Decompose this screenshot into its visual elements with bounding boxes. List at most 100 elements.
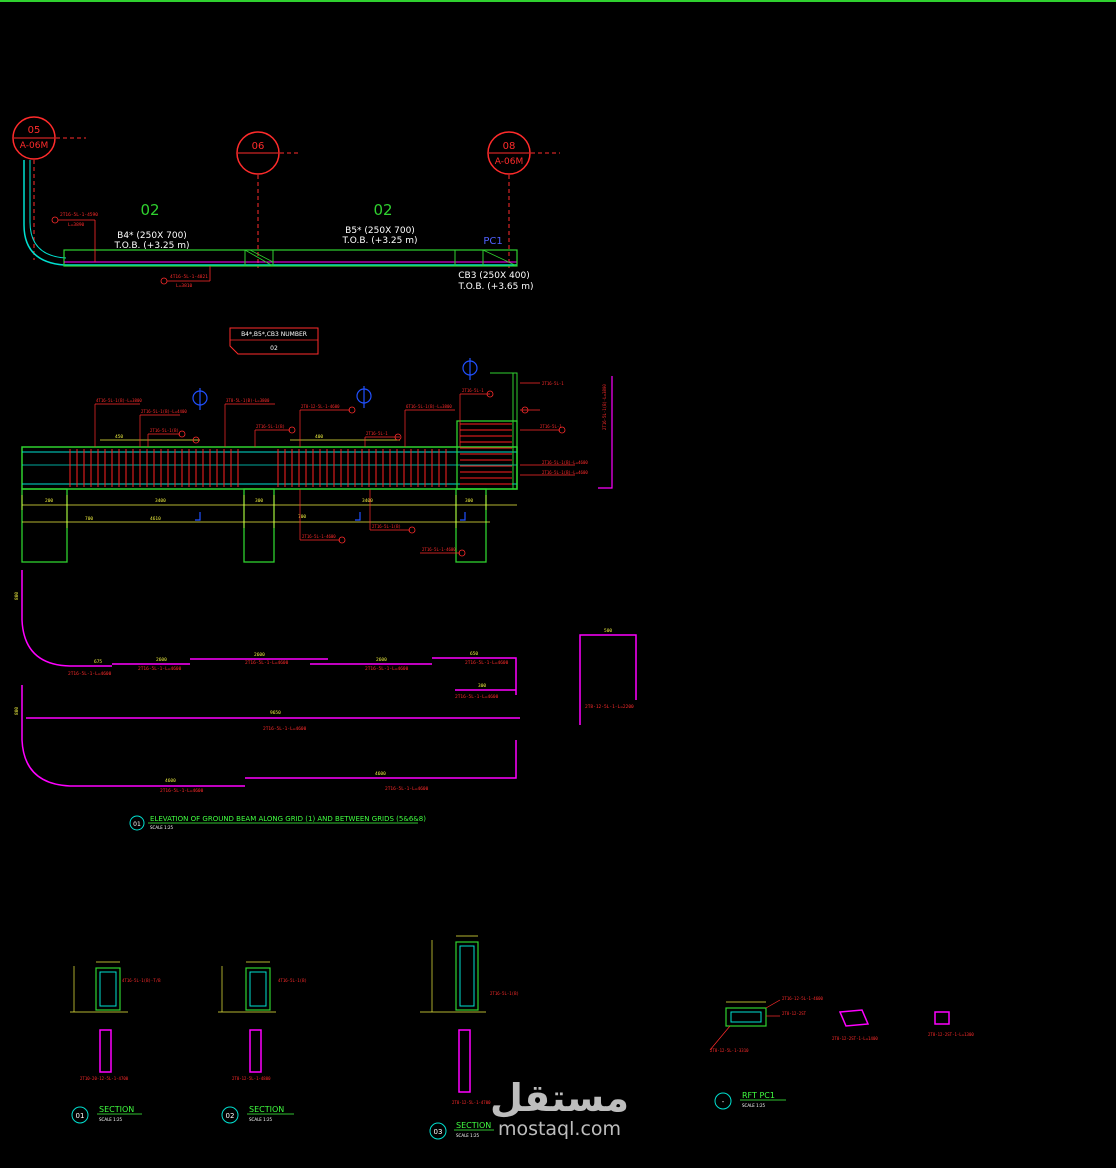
section-02-title: SECTION <box>249 1105 284 1114</box>
beam-elevation: 200 3400 300 3400 300 700 4610 700 450 4… <box>21 358 613 563</box>
plan-rebar-callouts <box>51 216 211 285</box>
section-cut-markers <box>192 358 478 521</box>
grid-08-ref: A-06M <box>495 157 523 167</box>
section-03-number: 03 <box>434 1128 443 1136</box>
stirrup-lines <box>69 423 512 487</box>
svg-text:3400: 3400 <box>362 498 373 504</box>
svg-text:3400: 3400 <box>155 498 166 504</box>
svg-text:2T16-5L-1-L=4600: 2T16-5L-1-L=4600 <box>138 666 182 672</box>
section-01-scale: SCALE 1:25 <box>99 1117 123 1122</box>
grid-bubble-08: 08 A-06M <box>487 131 560 268</box>
svg-text:4T16-5L-1-4821: 4T16-5L-1-4821 <box>170 274 208 280</box>
svg-text:700: 700 <box>85 516 93 522</box>
svg-text:500: 500 <box>604 628 612 634</box>
svg-text:300: 300 <box>478 683 486 689</box>
svg-text:2T16-5L-1(B): 2T16-5L-1(B) <box>150 428 179 433</box>
svg-text:800: 800 <box>14 707 20 715</box>
svg-text:4600: 4600 <box>165 778 176 784</box>
rft-pc1-title: RFT PC1 <box>742 1091 775 1100</box>
svg-text:300: 300 <box>465 498 473 504</box>
svg-text:2T16-5L-1-L=4600: 2T16-5L-1-L=4600 <box>263 726 307 732</box>
svg-text:200: 200 <box>45 498 53 504</box>
bar-shapes <box>21 570 637 787</box>
elevation-leaders <box>94 382 575 554</box>
svg-text:2T8-12-5L-1-4800: 2T8-12-5L-1-4800 <box>232 1076 271 1081</box>
span-label-1: 02 <box>140 201 159 219</box>
svg-text:2T16-5L-1-L=4600: 2T16-5L-1-L=4600 <box>385 786 429 792</box>
svg-text:4610: 4610 <box>150 516 161 522</box>
grid-08-number: 08 <box>503 141 516 152</box>
plan-curved-beam <box>23 160 517 266</box>
svg-text:3T8-5L-1(B)-L=3800: 3T8-5L-1(B)-L=3800 <box>226 398 270 403</box>
svg-text:700: 700 <box>298 514 306 520</box>
svg-text:2T16-5L-1-L=4600: 2T16-5L-1-L=4600 <box>245 660 289 666</box>
svg-text:2T8-12-5L-1-L=2200: 2T8-12-5L-1-L=2200 <box>585 704 634 710</box>
watermark-arabic: مستقل <box>490 1076 629 1120</box>
elevation-title-text: ELEVATION OF GROUND BEAM ALONG GRID (1) … <box>150 815 426 823</box>
svg-text:2T8-12-5L-1-4600: 2T8-12-5L-1-4600 <box>301 404 340 409</box>
elevation-dimensions <box>21 439 517 528</box>
svg-text:2600: 2600 <box>376 657 387 663</box>
svg-text:2T16-5L-1(B): 2T16-5L-1(B) <box>490 991 519 996</box>
svg-text:2T16-5L-1: 2T16-5L-1 <box>366 431 388 436</box>
section-02: 2T8-12-5L-1-4800 4T16-5L-1(B) 02 SECTION… <box>218 961 307 1124</box>
svg-text:2600: 2600 <box>254 652 265 658</box>
rebar-labels: 4T16-5L-1(B)-L=3800 2T16-5L-1(B)-L=4400 … <box>96 381 588 552</box>
legend-box-title: B4*,B5*,CB3 NUMBER <box>241 331 307 338</box>
beam-cb3-tob: T.O.B. (+3.65 m) <box>458 282 534 292</box>
svg-text:2T16-5L-1(B)-L=4400: 2T16-5L-1(B)-L=4400 <box>141 409 187 414</box>
svg-text:2T16-5L-1: 2T16-5L-1 <box>540 424 562 429</box>
svg-text:2T16-5L-1: 2T16-5L-1 <box>462 388 484 393</box>
svg-text:2T16-5L-1: 2T16-5L-1 <box>542 381 564 386</box>
svg-text:4T16-5L-1(B)-T/B: 4T16-5L-1(B)-T/B <box>122 978 161 983</box>
svg-text:2T8-12-5L-1-4700: 2T8-12-5L-1-4700 <box>452 1100 491 1105</box>
column-bar-detail <box>598 376 613 489</box>
svg-text:2T16-5L-1-L=4600: 2T16-5L-1-L=4600 <box>455 694 499 700</box>
grid-bubble-05: 05 A-06M <box>12 116 86 260</box>
svg-text:675: 675 <box>94 659 102 665</box>
svg-text:2T16-5L-1-L=4600: 2T16-5L-1-L=4600 <box>68 671 112 677</box>
rft-pc1-detail: 2T16-12-5L-1-4600 2T8-12-2ST 2T8-12-5L-1… <box>709 996 974 1110</box>
section-02-number: 02 <box>226 1112 235 1120</box>
grid-06-number: 06 <box>252 141 265 152</box>
svg-text:L=3810: L=3810 <box>176 283 193 289</box>
callout-circles <box>178 390 566 557</box>
svg-text:4600: 4600 <box>375 771 386 777</box>
svg-text:6T16-5L-1(B)-L=3800: 6T16-5L-1(B)-L=3800 <box>406 404 452 409</box>
svg-text:4T16-5L-1(B): 4T16-5L-1(B) <box>278 978 307 983</box>
svg-text:2T16-5L-1(B)-L=3800: 2T16-5L-1(B)-L=3800 <box>602 384 607 430</box>
svg-text:450: 450 <box>115 434 123 440</box>
beam-cb3-name: CB3 (250X 400) <box>458 271 529 281</box>
svg-text:650: 650 <box>470 651 478 657</box>
svg-text:L=3890: L=3890 <box>68 222 85 228</box>
svg-text:2T16-5L-1-L=4600: 2T16-5L-1-L=4600 <box>465 660 509 666</box>
svg-text:2T16-5L-1-4600: 2T16-5L-1-4600 <box>302 534 336 539</box>
svg-text:2T16-5L-1(B): 2T16-5L-1(B) <box>256 424 285 429</box>
rft-pc1-scale: SCALE 1:25 <box>742 1103 766 1108</box>
elevation-title-block: 01 ELEVATION OF GROUND BEAM ALONG GRID (… <box>129 815 426 831</box>
plan-view: 05 A-06M 06 08 A-06M <box>12 116 560 292</box>
legend-box-value: 02 <box>270 345 278 352</box>
watermark: مستقل mostaql.com <box>490 1078 629 1140</box>
span-label-2: 02 <box>373 201 392 219</box>
svg-text:2T8-12-2ST-1-L=1400: 2T8-12-2ST-1-L=1400 <box>832 1036 878 1041</box>
svg-text:2T10-20-12-5L-1-4700: 2T10-20-12-5L-1-4700 <box>80 1076 129 1081</box>
svg-text:9650: 9650 <box>270 710 281 716</box>
svg-text:2T8-12-2ST-1-L=1300: 2T8-12-2ST-1-L=1300 <box>928 1032 974 1037</box>
svg-text:2T8-12-5L-1-3310: 2T8-12-5L-1-3310 <box>710 1048 749 1053</box>
pc1-label: PC1 <box>483 236 502 247</box>
legend-box: B4*,B5*,CB3 NUMBER 02 <box>229 327 319 355</box>
svg-text:2T16-5L-1-L=4600: 2T16-5L-1-L=4600 <box>160 788 204 794</box>
svg-text:2T8-12-2ST: 2T8-12-2ST <box>782 1011 807 1016</box>
beam-b5-tob: T.O.B. (+3.25 m) <box>342 236 418 246</box>
plan-beam-outline <box>63 249 518 267</box>
svg-text:2600: 2600 <box>156 657 167 663</box>
section-01: 2T10-20-12-5L-1-4700 4T16-5L-1(B)-T/B 01… <box>70 961 161 1124</box>
svg-text:2T16-5L-1(B): 2T16-5L-1(B) <box>372 524 401 529</box>
bar-shape-labels: 2T16-5L-1-L=4600 2T16-5L-1-L=4600 2T16-5… <box>68 660 634 794</box>
section-03-scale: SCALE 1:25 <box>456 1133 480 1138</box>
section-03-title: SECTION <box>456 1121 491 1130</box>
section-03: 2T8-12-5L-1-4700 2T16-5L-1(B) 03 SECTION… <box>420 935 519 1140</box>
